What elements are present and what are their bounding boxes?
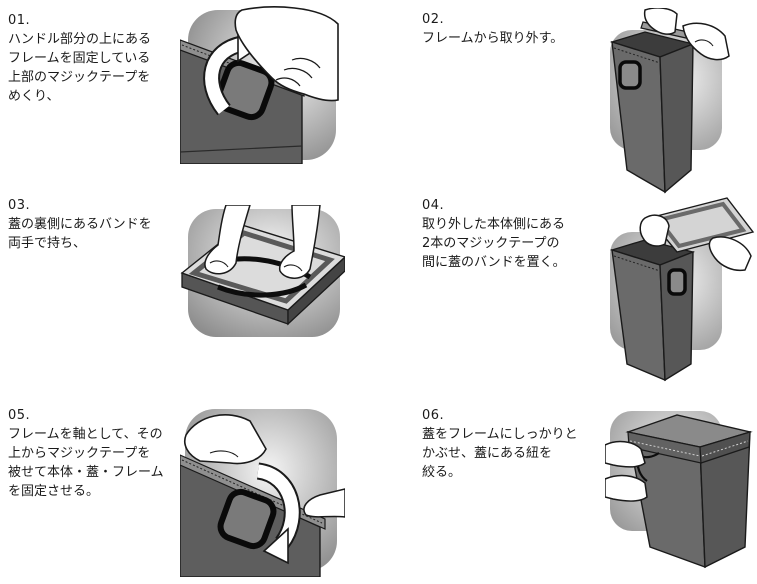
step-02-text: 02. フレームから取り外す。 (422, 10, 592, 48)
step-04-illustration (609, 197, 755, 382)
hand-icon (204, 205, 321, 279)
step-line: 取り外した本体側にある (422, 217, 566, 232)
step-number: 05. (8, 408, 31, 423)
step-line: 間に蓋のバンドを置く。 (422, 255, 566, 270)
step-line: フレームを軸として、その (8, 427, 163, 442)
lid (625, 414, 753, 464)
step-06-text: 06. 蓋をフレームにしっかりと かぶせ、蓋にある紐を 絞る。 (422, 406, 592, 482)
step-03-illustration (180, 205, 345, 337)
step-number: 02. (422, 12, 445, 27)
step-line: フレームから取り外す。 (422, 31, 564, 46)
step-02-illustration (609, 8, 730, 194)
curved-arrow-icon (256, 462, 301, 565)
handle-hole (217, 488, 277, 550)
hand-icon (605, 440, 648, 502)
step-line: めくり、 (8, 89, 60, 104)
bag-body (609, 31, 696, 194)
step-05-text: 05. フレームを軸として、その 上からマジックテープを 被せて本体・蓋・フレー… (8, 406, 178, 501)
step-03-text: 03. 蓋の裏側にあるバンドを 両手で持ち、 (8, 196, 178, 253)
bag-body (609, 239, 696, 382)
step-line: フレームを固定している (8, 51, 151, 66)
step-05-illustration (180, 409, 345, 577)
step-number: 06. (422, 408, 445, 423)
handle-hole (215, 59, 275, 121)
hand-icon (234, 6, 339, 102)
hand-icon (639, 214, 752, 272)
bag-body (627, 431, 751, 569)
handle-hole (618, 60, 642, 90)
step-line: を固定させる。 (8, 484, 100, 499)
step-number: 03. (8, 198, 31, 213)
step-06-illustration (605, 411, 753, 569)
step-line: 上部のマジックテープを (8, 70, 151, 85)
step-line: 両手で持ち、 (8, 236, 87, 251)
step-line: かぶせ、蓋にある紐を (422, 446, 553, 461)
step-line: 被せて本体・蓋・フレーム (8, 465, 164, 480)
step-01-text: 01. ハンドル部分の上にある フレームを固定している 上部のマジックテープを … (8, 11, 178, 106)
step-line: 蓋の裏側にあるバンドを (8, 217, 152, 232)
hand-icon (643, 8, 730, 61)
step-number: 01. (8, 13, 31, 28)
step-line: 上からマジックテープを (8, 446, 151, 461)
step-01-illustration (180, 6, 339, 164)
step-line: 絞る。 (422, 465, 462, 480)
step-number: 04. (422, 198, 445, 213)
hand-icon (184, 414, 345, 518)
step-line: ハンドル部分の上にある (8, 32, 152, 47)
step-04-text: 04. 取り外した本体側にある 2本のマジックテープの 間に蓋のバンドを置く。 (422, 196, 592, 272)
step-line: 2本のマジックテープの (422, 236, 560, 251)
handle-hole (667, 268, 687, 296)
step-line: 蓋をフレームにしっかりと (422, 427, 578, 442)
